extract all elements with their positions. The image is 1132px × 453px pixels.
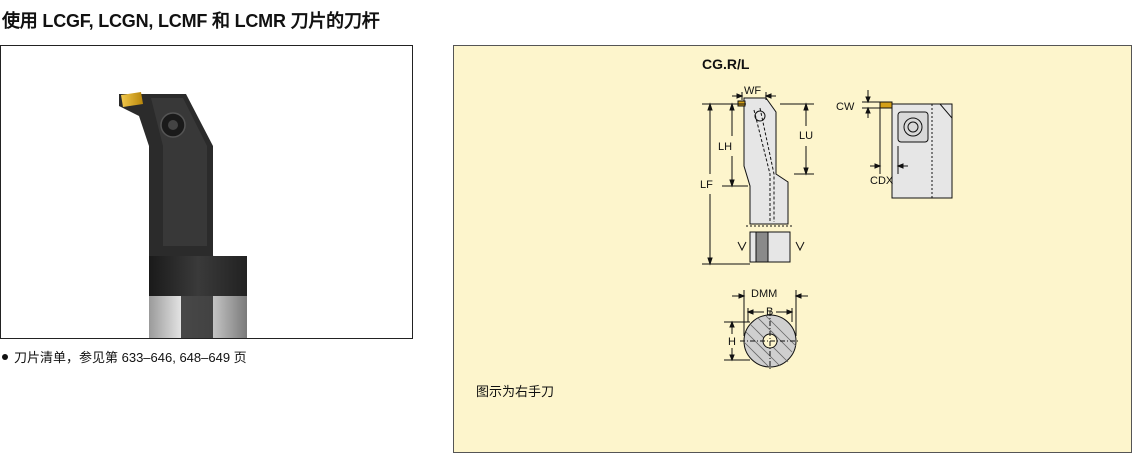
product-photo — [0, 45, 413, 339]
dimension-drawing: WF LU LH LF CW CDX DMM B H — [700, 85, 953, 371]
boring-bar-illustration — [119, 92, 247, 338]
dim-dmm: DMM — [751, 288, 777, 300]
technical-drawing: CG.R/L — [453, 45, 1132, 453]
drawing-caption: 图示为右手刀 — [476, 384, 555, 399]
dim-h: H — [728, 336, 736, 348]
page-heading: 使用 LCGF, LCGN, LCMF 和 LCMR 刀片的刀杆 — [2, 11, 380, 31]
insert-list-note: 刀片清单，参见第 633–646, 648–649 页 — [2, 347, 247, 366]
side-view-head — [743, 97, 789, 225]
side-view-screw — [754, 110, 766, 122]
dim-lu: LU — [799, 130, 813, 142]
insert — [121, 92, 143, 107]
front-view-screw — [903, 117, 923, 137]
dim-wf: WF — [744, 85, 761, 97]
dim-cw: CW — [836, 101, 855, 113]
note-text: 刀片清单，参见第 633–646, 648–649 页 — [14, 350, 247, 365]
dim-cdx: CDX — [870, 175, 894, 187]
dim-lf: LF — [700, 179, 713, 191]
dim-b: B — [766, 306, 773, 318]
model-code: CG.R/L — [702, 56, 750, 72]
bullet-icon — [2, 353, 8, 360]
dim-lh: LH — [718, 141, 732, 153]
